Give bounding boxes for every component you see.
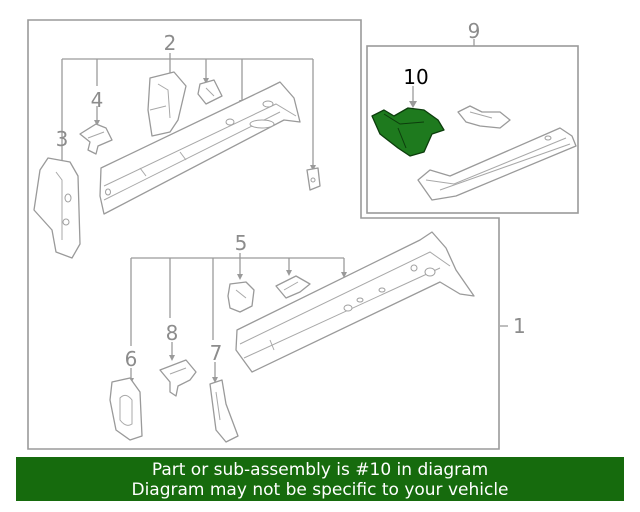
callout-4: 4 <box>91 88 104 112</box>
callout-1: 1 <box>513 314 526 338</box>
banner-line-1: Part or sub-assembly is #10 in diagram <box>151 460 489 480</box>
part-8-bracket <box>159 359 197 397</box>
part-9-bracket <box>457 105 511 129</box>
callout-3: 3 <box>56 127 69 151</box>
callout-9: 9 <box>468 19 481 43</box>
assembly-1-frame <box>27 19 500 450</box>
upper-side-rail <box>99 81 301 215</box>
callout-6: 6 <box>125 347 138 371</box>
callout-10: 10 <box>403 65 428 89</box>
part-4-bracket <box>79 123 113 155</box>
notice-banner: Part or sub-assembly is #10 in diagram D… <box>16 457 624 501</box>
part-6-panel <box>109 377 143 441</box>
part-2-small-bracket <box>197 79 223 105</box>
callout-2: 2 <box>164 31 177 55</box>
single-leaders <box>94 39 508 384</box>
callout-8: 8 <box>166 321 179 345</box>
callout-5: 5 <box>235 231 248 255</box>
part-10-highlighted <box>371 107 445 157</box>
lower-side-rail <box>235 231 475 373</box>
part-9-rail <box>417 127 577 201</box>
assembly-9-frame <box>366 45 579 214</box>
part-5-small-bracket <box>275 275 311 299</box>
part-5-bracket <box>227 281 255 313</box>
part-2-bracket <box>147 71 187 137</box>
part-7-bracket <box>209 379 239 443</box>
callout-7: 7 <box>210 341 223 365</box>
part-2-clip <box>306 167 321 191</box>
part-3-panel <box>33 157 81 259</box>
callout-5-leaders <box>130 253 347 346</box>
banner-line-2: Diagram may not be specific to your vehi… <box>131 480 509 500</box>
